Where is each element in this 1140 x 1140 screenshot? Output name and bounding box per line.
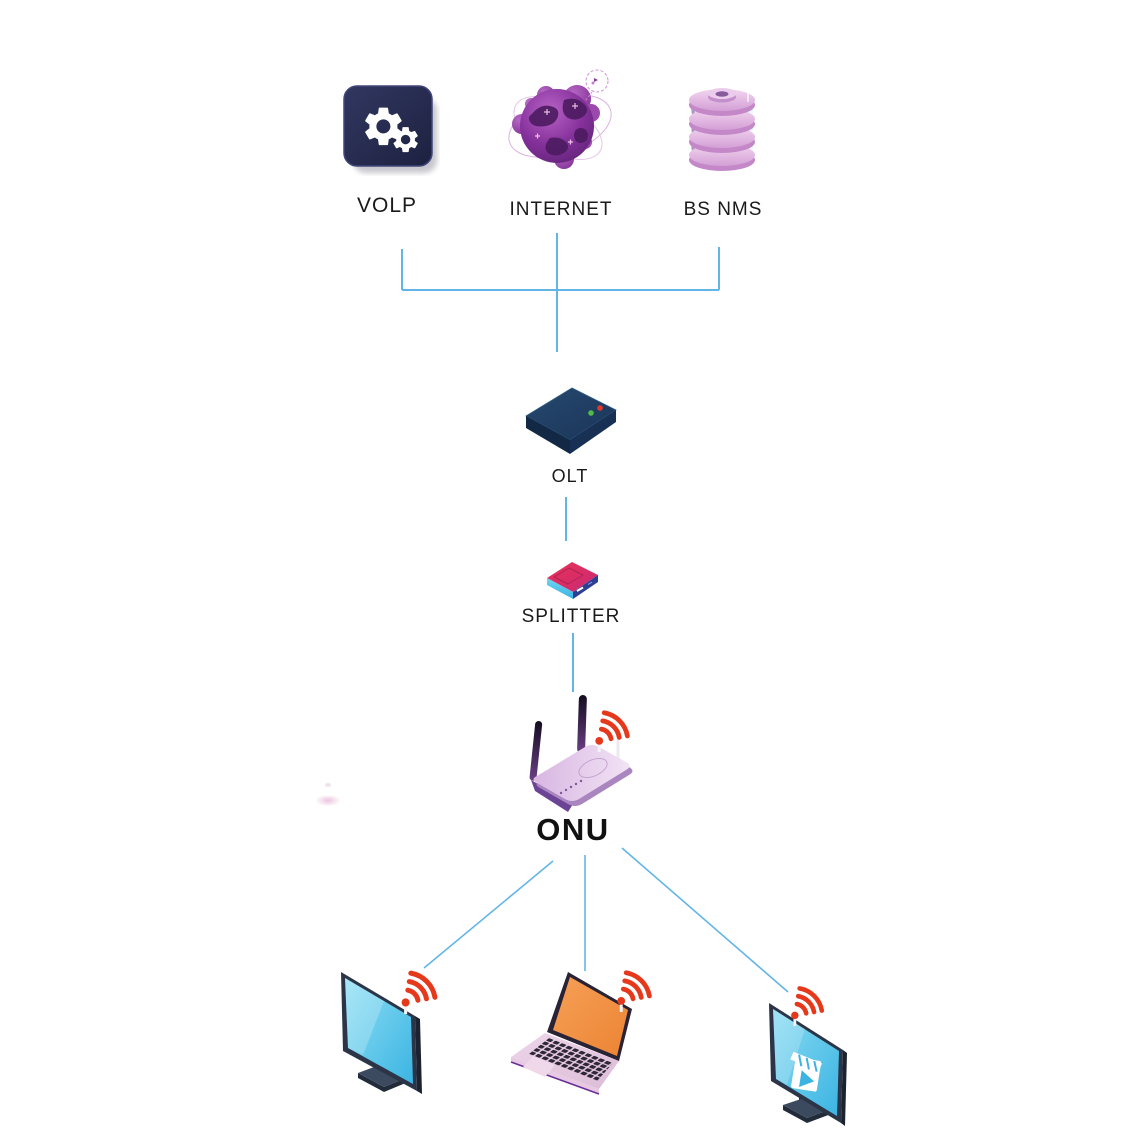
- wifi-signal-icon: [595, 710, 630, 752]
- laptop-icon: [510, 972, 632, 1095]
- gears-app-icon: [343, 85, 437, 173]
- smart-tv-icon: [769, 1003, 847, 1126]
- faint-artifact: [316, 795, 340, 806]
- desktop-monitor-icon: [341, 972, 422, 1094]
- wifi-signal-icon: [401, 970, 438, 1014]
- database-stack-icon: [689, 88, 755, 171]
- globe-icon: [508, 69, 612, 169]
- node-label-bs-nms: BS NMS: [683, 199, 763, 220]
- wifi-router-icon: [529, 694, 633, 812]
- olt-device-icon: [525, 387, 617, 454]
- media-clapper-icon: [790, 1051, 823, 1092]
- node-label-internet: INTERNET: [509, 199, 613, 220]
- wifi-signal-icon: [617, 970, 652, 1012]
- node-label-onu: ONU: [536, 812, 610, 847]
- node-label-olt: OLT: [551, 466, 589, 486]
- node-label-volp: VOLP: [356, 194, 418, 217]
- node-label-splitter: SPLITTER: [521, 606, 621, 627]
- wifi-signal-icon: [791, 986, 825, 1026]
- edge-onu-desktop: [423, 860, 554, 969]
- faint-artifact-dot: [325, 783, 331, 787]
- splitter-device-icon: [547, 562, 598, 599]
